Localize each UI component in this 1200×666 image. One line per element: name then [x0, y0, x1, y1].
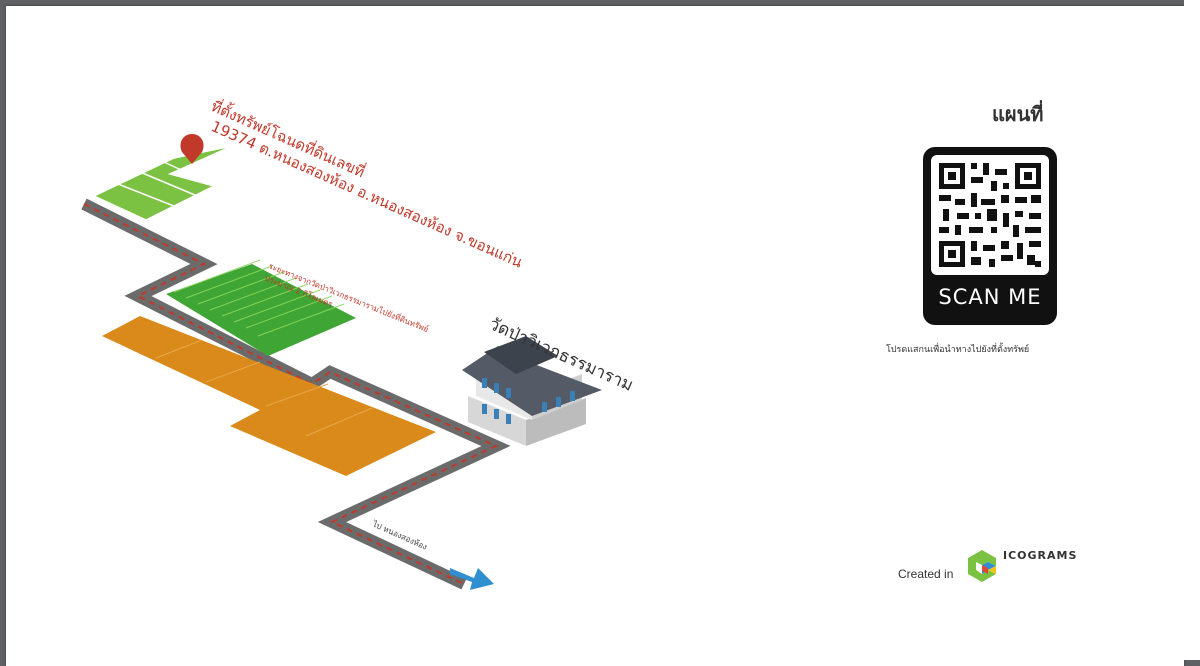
orange-field — [102, 316, 436, 476]
road-center-line — [83, 203, 499, 585]
created-in-text: Created in — [898, 567, 954, 581]
qr-caption: โปรดแสกนเพื่อนำทางไปยังที่ตั้งทรัพย์ — [886, 345, 1030, 355]
scan-me-label: SCAN ME — [938, 285, 1042, 309]
crop-field — [166, 264, 356, 356]
property-label-line2: 19374 ต.หนองสองห้อง อ.หนองสองห้อง จ.ขอนแ… — [208, 117, 525, 271]
icograms-logo-text: ICOGRAMS — [1003, 549, 1078, 562]
page-title: แผนที่ — [992, 102, 1044, 126]
qr-code[interactable]: SCAN ME — [923, 147, 1057, 325]
map-illustration: ที่ตั้งทรัพย์โฉนดที่ดินเลขที่ 19374 ต.หน… — [81, 95, 636, 590]
temple-building — [462, 336, 602, 446]
icograms-logo-icon[interactable] — [964, 548, 1000, 584]
scrollbar[interactable] — [1184, 0, 1200, 660]
location-pin-icon — [180, 134, 204, 164]
direction-arrow-icon — [450, 568, 494, 590]
property-lot — [92, 145, 233, 221]
qr-pattern — [931, 155, 1049, 275]
map-page: ที่ตั้งทรัพย์โฉนดที่ดินเลขที่ 19374 ต.หน… — [6, 6, 1184, 666]
